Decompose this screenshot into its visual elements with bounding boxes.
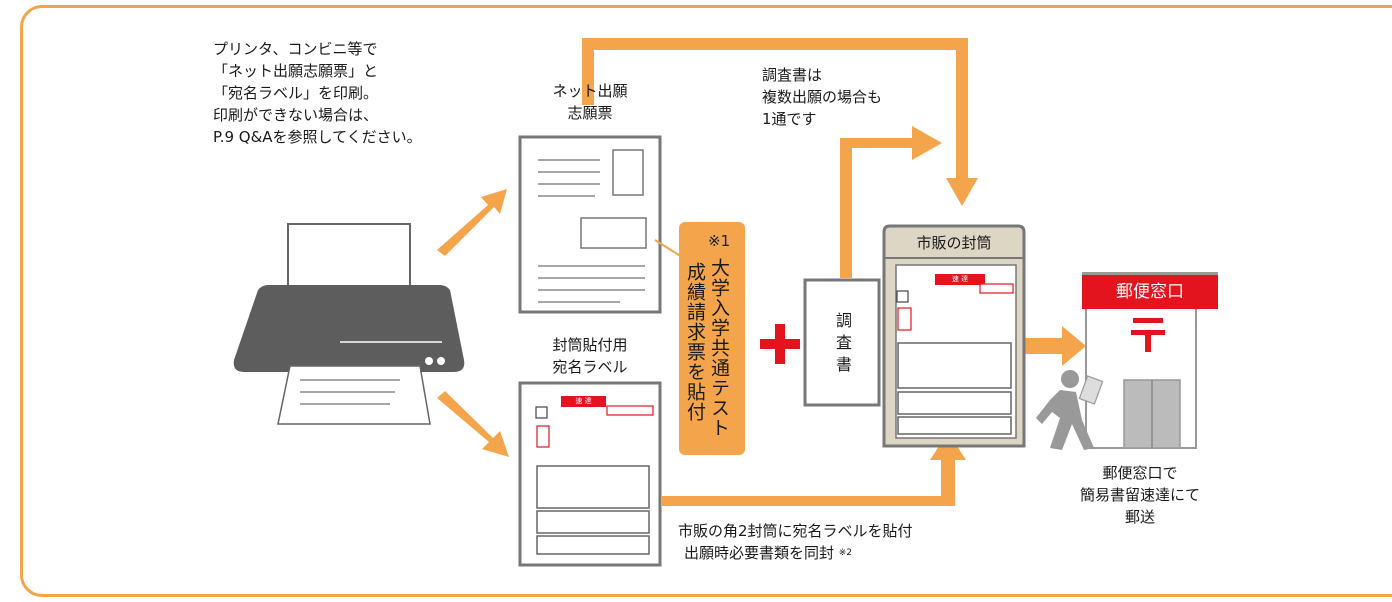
arrow-survey-to-envelope (840, 126, 942, 278)
instruction-line: 「宛名ラベル」を印刷。 (213, 84, 379, 102)
walking-person-icon (1036, 370, 1104, 450)
post-office-caption-line: 郵送 (1124, 508, 1155, 526)
printing-instructions: プリンタ、コンビニ等で 「ネット出願志願票」と 「宛名ラベル」を印刷。 印刷がで… (213, 38, 422, 148)
score-request-note: ※1 (708, 232, 731, 250)
survey-note-line: 1通です (762, 110, 817, 128)
envelope (882, 224, 1026, 448)
application-form-label-line: 志願票 (567, 104, 613, 122)
address-label-sheet (518, 381, 662, 567)
express-stamp-label: 速 達 (575, 397, 592, 405)
envelope-label: 市販の封筒 (916, 234, 992, 252)
instruction-line: 印刷ができない場合は、 (213, 106, 379, 124)
survey-note: 調査書は 複数出願の場合も 1通です (762, 64, 882, 130)
plus-icon (760, 324, 800, 364)
post-office-caption-line: 簡易書留速達にて (1079, 486, 1200, 504)
post-office-sign: 郵便窓口 (1082, 275, 1218, 309)
arrow-printer-to-form (437, 189, 507, 256)
address-label-title-line: 封筒貼付用 (552, 336, 628, 354)
survey-document (803, 278, 881, 407)
survey-note-line: 調査書は (762, 66, 823, 84)
address-label-title-line: 宛名ラベル (552, 358, 628, 376)
flow-arrows (437, 38, 1086, 506)
address-label-title: 封筒貼付用 宛名ラベル (540, 334, 640, 378)
printer-icon (233, 223, 465, 425)
arrow-label-to-envelope (662, 432, 966, 506)
bottom-caption-text: 出願時必要書類を同封 (684, 544, 835, 562)
bottom-caption-line: 市販の角2封筒に宛名ラベルを貼付 (678, 522, 913, 540)
instruction-line: 「ネット出願志願票」と (213, 62, 379, 80)
bottom-caption: 市販の角2封筒に宛名ラベルを貼付 出願時必要書類を同封 ※2 (678, 520, 913, 564)
instruction-line: プリンタ、コンビニ等で (213, 40, 378, 58)
post-office-caption-line: 郵便窓口で (1102, 464, 1178, 482)
bottom-caption-note: ※2 (838, 548, 853, 558)
postal-mark-icon (1131, 318, 1165, 352)
application-form-label: ネット出願 志願票 (545, 80, 635, 124)
application-form-sheet (518, 135, 662, 314)
arrow-envelope-to-postoffice (1022, 326, 1086, 366)
application-form-label-line: ネット出願 (552, 82, 628, 100)
instruction-line: P.9 Q&Aを参照してください。 (213, 128, 422, 146)
express-stamp-envelope: 速 達 (951, 275, 969, 283)
post-office-caption: 郵便窓口で 簡易書留速達にて 郵送 (1070, 462, 1210, 528)
content-frame (20, 5, 1392, 597)
arrow-printer-to-label (437, 391, 509, 457)
score-request-text-1: 大学入学共通テスト (708, 258, 730, 438)
score-request-tag (654, 222, 745, 455)
bottom-caption-line-2: 出願時必要書類を同封 ※2 (678, 542, 913, 564)
score-request-text-2: 成績請求票を貼付 (684, 262, 706, 422)
survey-document-label: 調査書 (833, 312, 852, 378)
survey-note-line: 複数出願の場合も (762, 88, 883, 106)
